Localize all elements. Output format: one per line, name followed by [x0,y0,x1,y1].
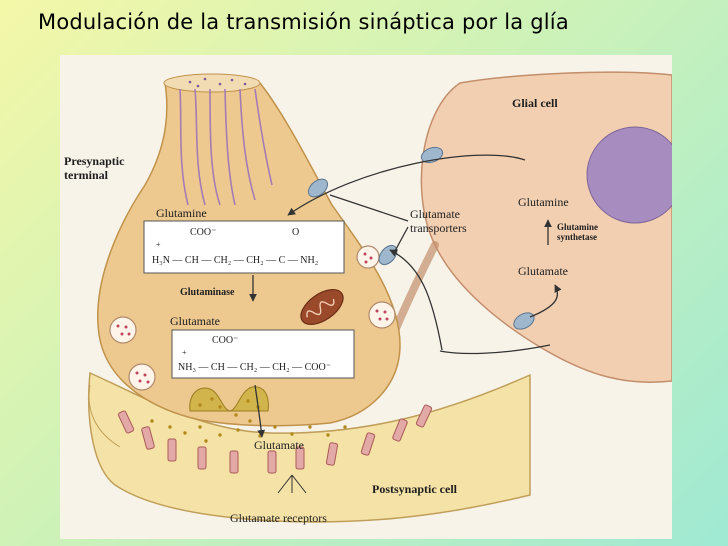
glutamine-label: Glutamine [156,206,207,220]
slide-title: Modulación de la transmisión sináptica p… [38,10,569,34]
presynaptic-label-2: terminal [64,168,109,182]
glutaminase-label: Glutaminase [180,287,235,298]
cleft-glutamate-label: Glutamate [254,438,304,452]
glia-glutamine-label: Glutamine [518,195,569,209]
glutamine-o: O [292,227,299,238]
glutamine-coo: COO⁻ [190,227,216,238]
vesicle-fusion [189,386,269,412]
synaptic-vesicles [109,245,396,391]
glutamate-receptors [117,404,433,474]
glutamate-plus: + [182,348,187,357]
glia-glutamate-label: Glutamate [518,264,568,278]
presynaptic-label-1: Presynaptic [64,154,125,168]
receptors-label: Glutamate receptors [230,511,327,525]
glutamine-plus: + [156,240,161,249]
postsynaptic-cell [87,371,531,523]
transporters-label-2: transporters [410,221,467,235]
glutamine-formula-box [143,220,345,274]
microtubules [179,88,273,206]
postsynaptic-label: Postsynaptic cell [372,482,458,496]
pathway-arrows [249,154,562,438]
synapse-diagram: COO⁻ O + H₃N — CH — CH₂ — CH₂ — C — NH₂ … [60,55,672,539]
terminal-top-dots [188,77,247,88]
glutamate-formula-box [171,329,355,379]
synthetase-label-1: Glutamine [557,222,598,232]
glial-nucleus [586,126,672,224]
synthetase-label-2: synthetase [557,232,597,242]
glutamate-label: Glutamate [170,314,220,328]
glutamate-formula: NH₃ — CH — CH₂ — CH₂ — COO⁻ [178,362,331,373]
glial-cell-label: Glial cell [512,96,558,110]
glutamate-coo: COO⁻ [212,335,238,346]
transporters-label-1: Glutamate [410,207,460,221]
glutamine-formula: H₃N — CH — CH₂ — CH₂ — C — NH₂ [152,255,318,266]
mitochondrion [300,288,344,326]
